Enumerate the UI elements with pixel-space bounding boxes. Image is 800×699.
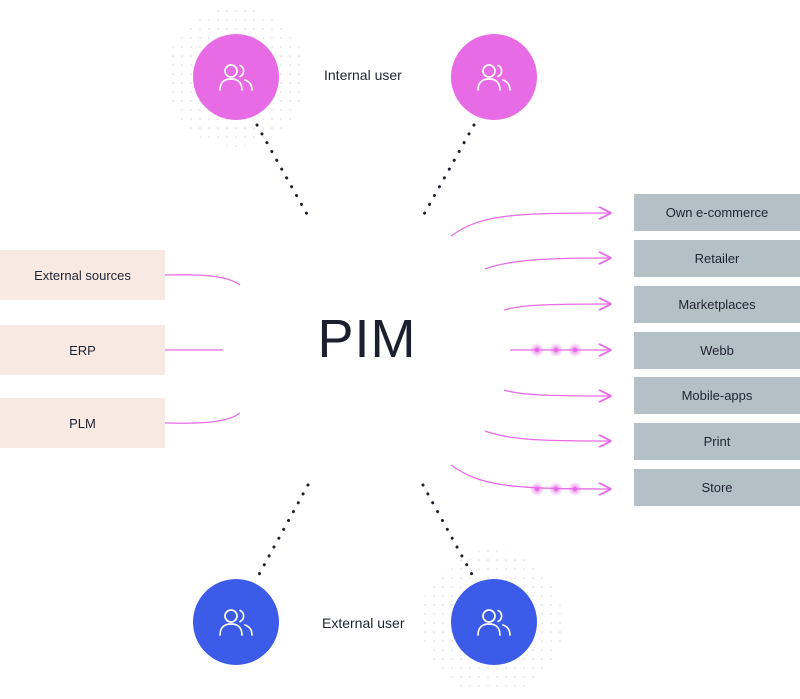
users-icon [477, 64, 511, 91]
output-box-print: Print [634, 423, 800, 460]
output-arrow-1 [450, 213, 610, 237]
internal-user-caption: Internal user [324, 67, 402, 83]
output-box-retailer: Retailer [634, 240, 800, 277]
users-icon [219, 609, 253, 636]
output-box-own-ecommerce: Own e-commerce [634, 194, 800, 231]
source-box-external-sources: External sources [0, 250, 165, 300]
external-user-avatar-left [193, 579, 279, 665]
pim-title: PIM [317, 309, 417, 369]
user-connector-bottom-left [255, 483, 310, 580]
output-box-webb: Webb [634, 332, 800, 369]
output-arrow-7 [450, 464, 610, 489]
internal-user-avatar-right [451, 34, 537, 120]
external-user-avatar-right [451, 579, 537, 665]
source-box-plm: PLM [0, 398, 165, 448]
pulse-dots-webb [530, 343, 582, 357]
output-box-store: Store [634, 469, 800, 506]
output-arrow-3 [503, 304, 610, 311]
output-box-mobile-apps: Mobile-apps [634, 377, 800, 414]
source-connector-external [164, 274, 241, 286]
source-box-erp: ERP [0, 325, 165, 375]
output-box-marketplaces: Marketplaces [634, 286, 800, 323]
internal-user-avatar-left [193, 34, 279, 120]
output-arrow-5 [503, 389, 610, 396]
users-icon [477, 609, 511, 636]
external-user-caption: External user [322, 615, 405, 631]
source-connector-plm [164, 412, 241, 424]
output-arrow-2 [484, 258, 610, 270]
user-connector-bottom-right [421, 483, 476, 580]
pulse-dots-store [530, 482, 582, 496]
users-icon [219, 64, 253, 91]
output-arrow-6 [484, 430, 610, 441]
user-connector-top-right [421, 123, 476, 218]
